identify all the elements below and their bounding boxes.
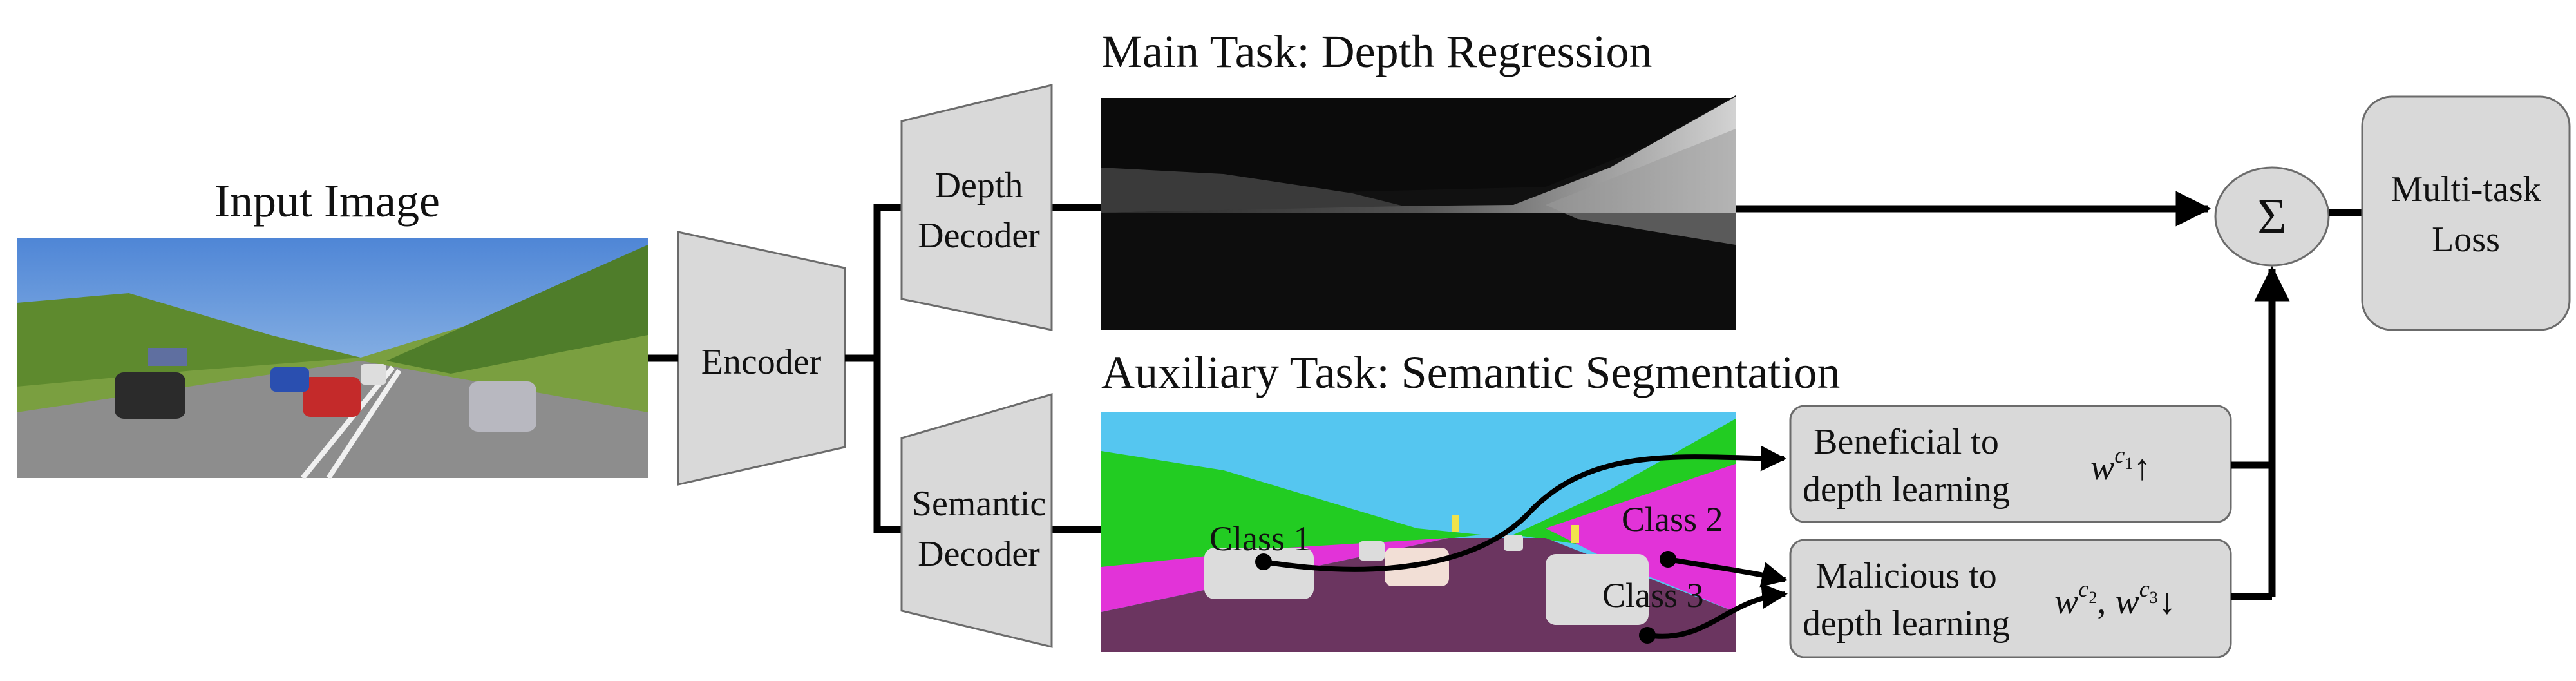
malicious-weight: wc2, wc3↓ [2054, 576, 2176, 622]
semantic-decoder-block [900, 392, 1053, 648]
encoder-block [677, 231, 846, 486]
beneficial-text-line2: depth learning [1803, 470, 2010, 510]
semantic-decoder-label-line2: Decoder [918, 534, 1040, 574]
class-2-label: Class 2 [1622, 500, 1723, 539]
sum-symbol: Σ [2257, 188, 2286, 244]
multi-task-loss-box [2361, 95, 2571, 331]
encoder-label: Encoder [701, 342, 822, 382]
class-3-label: Class 3 [1602, 576, 1704, 615]
class-3-arrow [1647, 583, 1788, 639]
semantic-decoder-label-line1: Semantic [912, 484, 1046, 524]
weight-connectors [2231, 461, 2272, 600]
depth-decoder-label-line2: Decoder [918, 216, 1040, 256]
main-task-title: Main Task: Depth Regression [1101, 26, 1653, 77]
depth-decoder-label-line1: Depth [935, 166, 1023, 206]
beneficial-text-line1: Beneficial to [1814, 422, 1999, 462]
sum-node [2214, 166, 2330, 267]
class-1-arrow [1263, 445, 1786, 572]
depth-decoder-block [900, 84, 1053, 331]
input-image-title: Input Image [214, 175, 440, 227]
loss-label-line1: Multi-task [2391, 169, 2541, 209]
depth-map-image [1101, 95, 1736, 330]
malicious-text-line1: Malicious to [1815, 556, 1997, 596]
malicious-text-line2: depth learning [1803, 604, 2010, 644]
beneficial-weight: wc1↑ [2090, 442, 2151, 488]
aux-task-title: Auxiliary Task: Semantic Segmentation [1101, 347, 1840, 398]
connector-lines [648, 204, 1101, 533]
segmentation-map-image [1101, 412, 1736, 652]
loss-label-line2: Loss [2432, 220, 2500, 260]
class-1-label: Class 1 [1209, 519, 1311, 558]
input-image [17, 238, 648, 480]
class-2-arrow [1667, 557, 1788, 588]
